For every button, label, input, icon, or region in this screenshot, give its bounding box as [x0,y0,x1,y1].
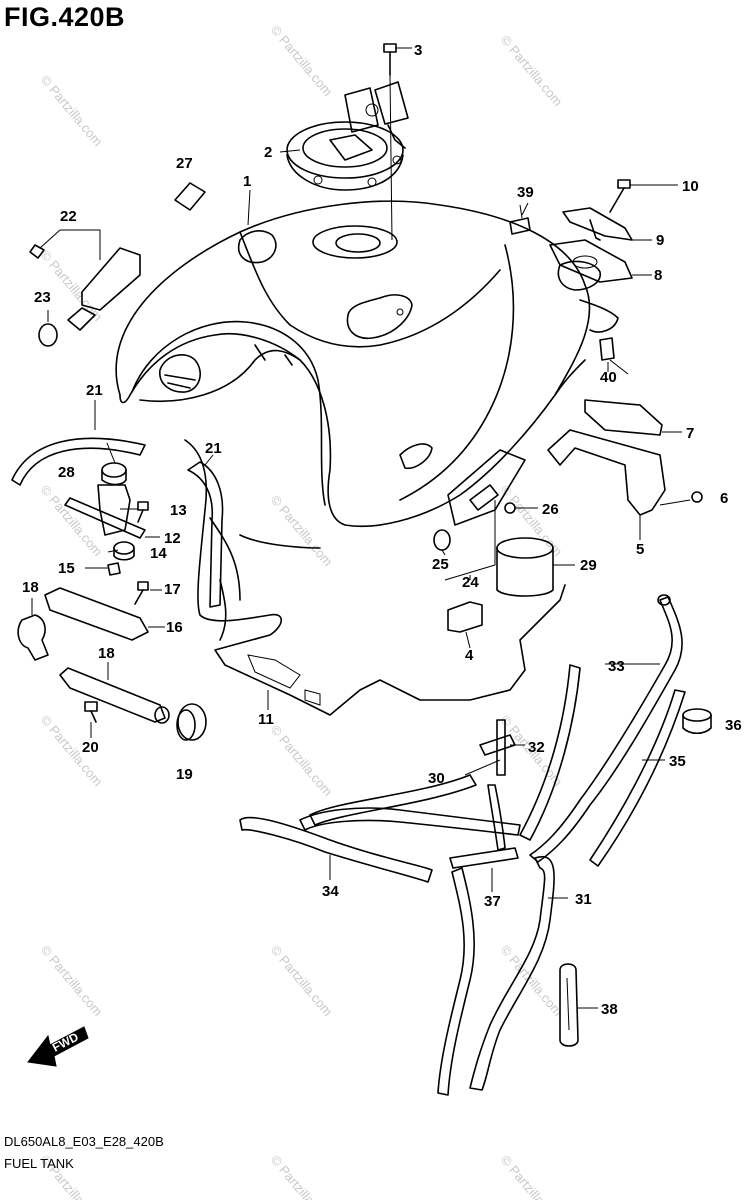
part-18-clip [17,614,49,661]
watermark: © Partzilla.com [498,32,566,109]
callout-30: 30 [428,770,445,787]
callout-39: 39 [517,184,534,201]
callout-24: 24 [462,574,479,591]
part-40 [599,337,615,361]
callout-6: 6 [720,490,728,507]
callout-17: 17 [164,581,181,598]
callout-8: 8 [654,267,662,284]
callout-21b: 21 [205,440,222,457]
callout-10: 10 [682,178,699,195]
callout-34: 34 [322,883,339,900]
callout-20: 20 [82,739,99,756]
figure-title: FIG.420B [4,2,126,32]
parts-22-23 [29,229,141,347]
callout-36: 36 [725,717,742,734]
part-11 [184,439,566,716]
hoses-30-38 [239,594,712,1096]
callout-7: 7 [686,425,694,442]
bolt-3 [383,43,412,76]
watermark: © Partzilla.com [268,722,336,799]
watermarks: © Partzilla.com © Partzilla.com © Partzi… [38,22,566,1200]
watermark: © Partzilla.com [38,942,106,1019]
watermark: © Partzilla.com [38,482,106,559]
diagram-code: DL650AL8_E03_E28_420B [4,1134,164,1149]
fuel-cap-assembly [286,81,409,191]
part-7 [584,399,663,436]
callout-23: 23 [34,289,51,306]
forward-arrow-icon: FWD [27,1026,89,1067]
callout-37: 37 [484,893,501,910]
callout-4: 4 [465,647,474,664]
bolt-6 [659,491,703,506]
callout-13: 13 [170,502,187,519]
part-5 [547,429,666,516]
bolt-17 [134,581,149,605]
bolt-10 [609,179,678,213]
callout-21a: 21 [86,382,103,399]
callout-40: 40 [600,369,617,386]
callout-1: 1 [243,173,251,190]
parts-18-19-20 [59,662,207,741]
callout-15: 15 [58,560,75,577]
watermark: © Partzilla.com [498,1152,566,1200]
bolt-13 [137,501,149,523]
callout-22: 22 [60,208,77,225]
callout-18a: 18 [22,579,39,596]
part-9 [562,207,633,241]
callout-9: 9 [656,232,664,249]
parts-12-17 [64,462,160,605]
callout-27: 27 [176,155,193,172]
callout-18b: 18 [98,645,115,662]
callout-29: 29 [580,557,597,574]
callout-numbers: 1 2 3 4 5 6 7 8 9 10 11 12 13 14 15 16 1… [22,42,742,1018]
callout-28: 28 [58,464,75,481]
watermark: © Partzilla.com [498,482,566,559]
leader-lines [106,74,629,591]
fuel-tank-body [115,200,619,528]
part-8 [549,239,633,283]
part-29 [496,537,575,597]
watermark: © Partzilla.com [268,1152,336,1200]
part-21-center-hose [187,461,224,608]
callout-38: 38 [601,1001,618,1018]
callout-26: 26 [542,501,559,518]
callout-14: 14 [150,545,167,562]
callout-19: 19 [176,766,193,783]
part-16 [44,587,149,641]
callout-5: 5 [636,541,644,558]
callout-32: 32 [528,739,545,756]
callout-12: 12 [164,530,181,547]
parts-24-25-26 [433,449,538,581]
watermark: © Partzilla.com [38,72,106,149]
watermark: © Partzilla.com [268,942,336,1019]
watermark: © Partzilla.com [268,22,336,99]
diagram-name: FUEL TANK [4,1156,74,1171]
callout-11: 11 [258,711,274,728]
part-39 [509,217,531,235]
part-21-left-hose [11,437,146,486]
callout-31: 31 [575,891,592,908]
callout-33: 33 [608,658,625,675]
watermark: © Partzilla.com [498,942,566,1019]
part-27 [174,182,206,211]
callout-16: 16 [166,619,183,636]
callout-35: 35 [669,753,686,770]
callout-2: 2 [264,144,272,161]
callout-3: 3 [414,42,422,59]
callout-25: 25 [432,556,449,573]
part-4 [447,601,483,633]
